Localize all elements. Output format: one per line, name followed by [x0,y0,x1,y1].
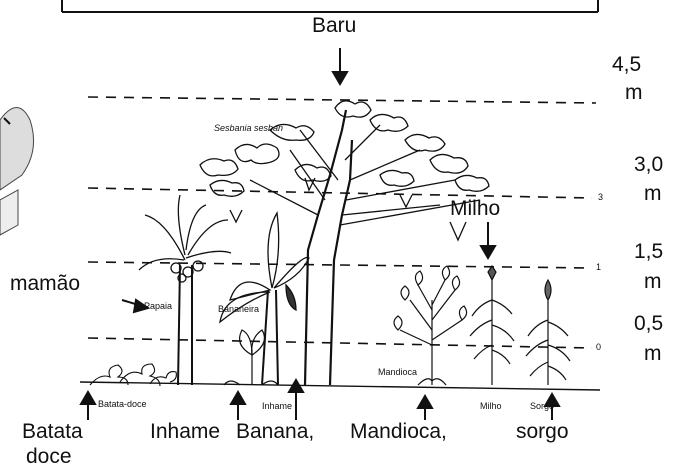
line-3-0m [88,188,592,198]
milho-label: Milho [450,197,500,220]
baru-arrow [333,48,347,84]
height-3-0-value: 3,0 [634,153,663,176]
top-frame [62,0,598,12]
height-3-0-unit: m [644,182,662,205]
bananeira-text: Bananeira [218,305,259,315]
level-mark-0: 0 [596,343,601,353]
height-4-5-unit: m [625,81,643,104]
milho-plant [470,266,514,385]
baru-label: Baru [312,14,356,37]
papaia-text: Papaia [144,302,172,312]
doce-label: doce [26,445,72,468]
inhame-label: Inhame [150,420,220,443]
level-mark-1: 1 [596,263,601,273]
sorgo-plant [526,280,570,385]
ground-line [80,382,600,390]
banana-plant [220,213,309,385]
height-1-5-value: 1,5 [634,240,663,263]
batata-arrow [81,392,95,420]
milho-arrow [481,222,495,258]
batata-label: Batata [22,420,83,443]
line-0-5m [88,338,592,348]
sorgo-text: Sorgo [530,402,554,412]
inhame-arrow [231,392,245,420]
sorgo-label: sorgo [516,420,569,443]
sesbania-text: Sesbania sesban [214,124,283,134]
batata-doce-text: Batata-doce [98,400,147,410]
level-mark-3: 3 [598,193,603,203]
height-1-5-unit: m [644,270,662,293]
line-1-5m [88,262,592,268]
height-0-5-unit: m [644,342,662,365]
mandioca-text: Mandioca [378,368,417,378]
mamao-label: mamão [10,272,80,295]
banana-label: Banana, [236,420,314,443]
inhame-text: Inhame [262,402,292,412]
mandioca-arrow [418,396,432,420]
inhame-plant [224,330,278,385]
papaya-tree [139,195,231,385]
mandioca-label: Mandioca, [350,420,447,443]
height-0-5-value: 0,5 [634,312,663,335]
milho-text: Milho [480,402,502,412]
height-4-5-value: 4,5 [612,53,641,76]
left-edge-shrub [0,108,34,236]
